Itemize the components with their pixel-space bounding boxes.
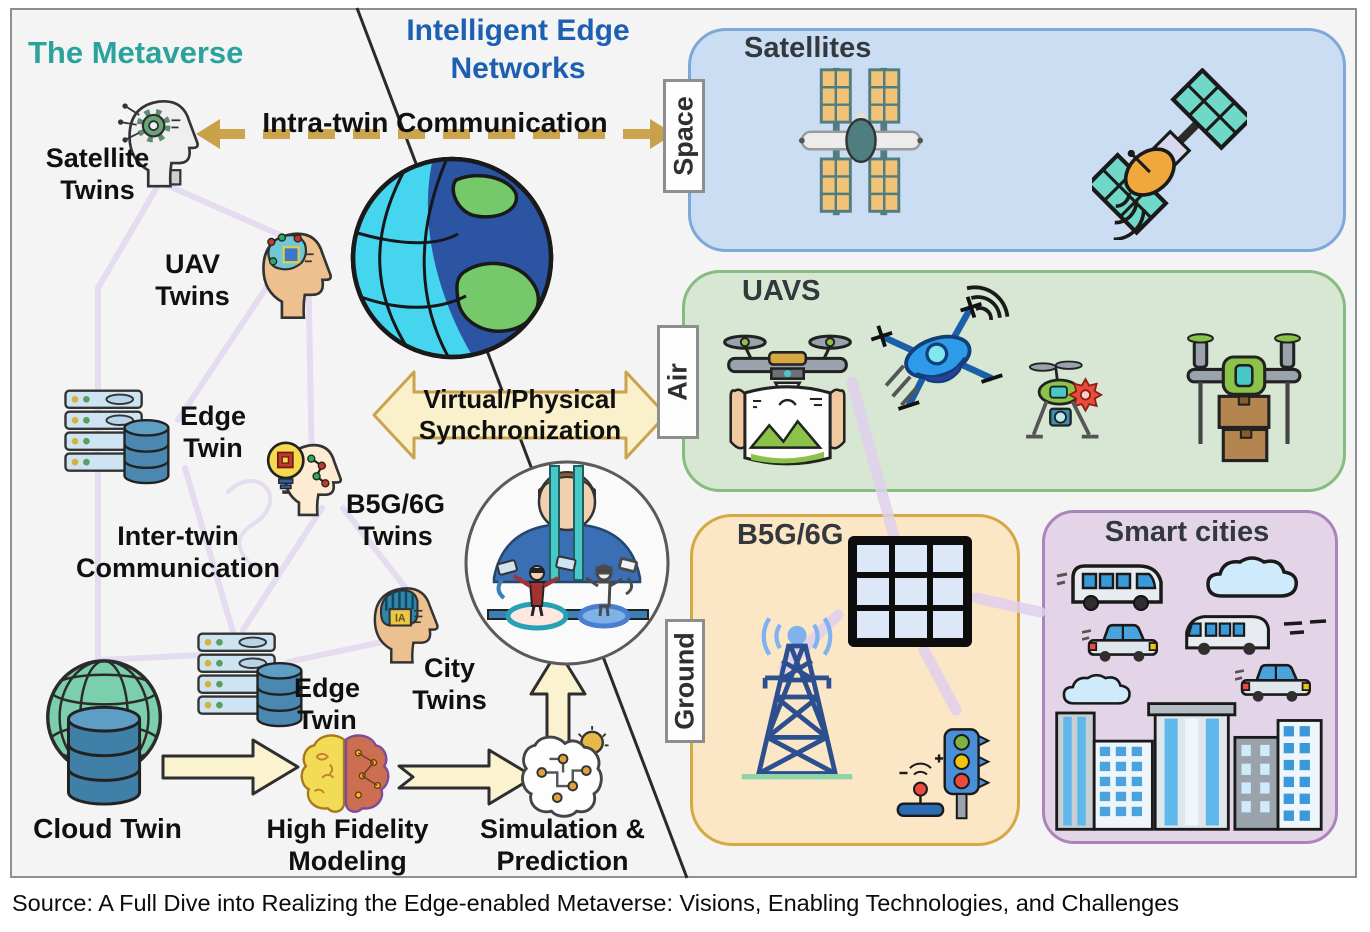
edge-twin-label: Edge Twin xyxy=(293,673,360,736)
uav-twins-label: UAV Twins xyxy=(155,249,230,312)
city-skyline-icon xyxy=(1055,702,1323,831)
b5g6g-twins-head-icon xyxy=(266,441,343,517)
source-caption: Source: A Full Dive into Realizing the E… xyxy=(12,890,1180,916)
intra-twin-label: Intra-twin Communication xyxy=(262,107,608,138)
sync-label: Virtual/Physical Synchronization xyxy=(418,384,622,446)
cloud-icon xyxy=(1206,556,1298,598)
delivery-drone-icon xyxy=(1186,333,1302,463)
city-chip-label: IA xyxy=(395,612,406,624)
satellite-twins-label: Satellite Twins xyxy=(45,143,150,206)
avatar-sync-circle-icon xyxy=(464,460,670,666)
metaverse-title: The Metaverse xyxy=(28,35,244,70)
simulation-brain-icon xyxy=(521,726,609,818)
edge-twin-server-icon xyxy=(64,389,170,485)
cell-tower-icon xyxy=(741,617,853,780)
earth-globe-icon xyxy=(350,156,554,360)
space-station-icon xyxy=(798,67,924,216)
smart-traffic-light-icon xyxy=(896,728,991,820)
satellites-panel xyxy=(688,28,1346,252)
b5g6g-twins-label: B5G/6G Twins xyxy=(345,489,446,552)
flying-car-icon xyxy=(1082,623,1158,662)
uav-twins-head-icon xyxy=(262,232,333,319)
smart-cities-panel-title: Smart cities xyxy=(1104,516,1270,548)
city-twins-label: City Twins xyxy=(412,653,487,716)
edge-twin-server-icon xyxy=(197,632,303,728)
high-fidelity-brain-icon xyxy=(300,734,390,813)
zone-air-tab: Air xyxy=(657,325,699,439)
uavs-panel-title: UAVS xyxy=(742,275,821,307)
b5g6g-panel-title: B5G/6G xyxy=(737,519,844,551)
satellites-panel-title: Satellites xyxy=(744,32,872,64)
cloud-icon xyxy=(1062,673,1131,705)
zone-air-label: Air xyxy=(662,363,693,401)
zone-space-tab: Space xyxy=(663,79,705,193)
edge-twin-label: Edge Twin xyxy=(179,401,246,464)
simulation-label: Simulation & Prediction xyxy=(479,814,645,877)
high-fidelity-label: High Fidelity Modeling xyxy=(266,814,429,877)
flying-bus-icon xyxy=(1056,564,1163,611)
satellite-dish-icon xyxy=(1092,68,1247,240)
cloud-twin-icon xyxy=(46,659,163,806)
speed-dashes-icon xyxy=(1283,619,1327,635)
zone-ground-tab: Ground xyxy=(665,619,705,743)
inter-twin-label: Inter-twin Communication xyxy=(75,521,280,584)
survey-drone-icon xyxy=(723,334,852,466)
flying-bus-icon xyxy=(1185,615,1270,655)
camera-drone-icon xyxy=(1026,360,1104,439)
flying-drone-icon xyxy=(870,285,1010,411)
cloud-twin-label: Cloud Twin xyxy=(33,813,182,844)
ris-surface-icon xyxy=(848,536,972,647)
zone-space-label: Space xyxy=(668,96,699,176)
edge-networks-title: Intelligent Edge Networks xyxy=(406,14,630,86)
flying-car-icon xyxy=(1235,663,1311,702)
zone-ground-label: Ground xyxy=(669,632,700,730)
